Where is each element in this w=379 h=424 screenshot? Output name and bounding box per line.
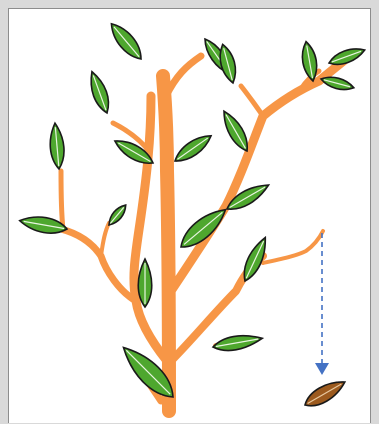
tree-illustration	[9, 9, 372, 424]
branch-top-right	[166, 56, 201, 96]
leaf-small-left	[106, 202, 130, 228]
leaf-left-lower	[138, 259, 152, 307]
leaves	[18, 19, 366, 404]
branch-left-far	[61, 229, 136, 301]
arrow-head	[315, 363, 329, 375]
illustration-canvas	[8, 8, 371, 423]
leaf-upper-left	[86, 69, 114, 115]
leaf-right-lower-side	[212, 332, 264, 354]
branch-upper-right-small	[241, 86, 263, 116]
falling-arrow	[315, 233, 329, 375]
leaf-far-left-top	[48, 123, 65, 170]
branch-left-mid	[101, 223, 109, 256]
branch-far-right-twig	[263, 231, 323, 263]
leaf-mid-center	[171, 130, 215, 166]
leaf-top-left	[106, 19, 147, 64]
leaf-right-lower-up	[239, 235, 272, 284]
fallen-leaf	[301, 376, 348, 412]
leaf-cluster-right-a	[299, 40, 319, 82]
leaf-mid-right	[218, 108, 253, 155]
branch-left-up	[61, 171, 63, 229]
